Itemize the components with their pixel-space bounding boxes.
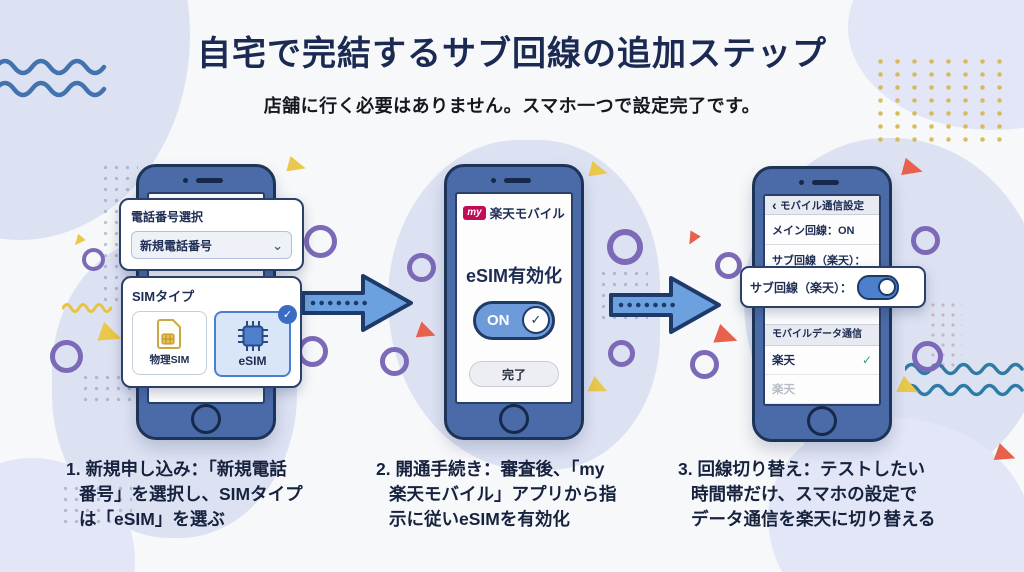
- page-title: 自宅で完結するサブ回線の追加ステップ: [197, 35, 827, 73]
- main-line-row: メイン回線：ON: [765, 215, 879, 246]
- speaker-dot: [799, 180, 804, 185]
- speaker-dot: [491, 178, 496, 183]
- carrier-check-icon: ✓: [861, 353, 872, 367]
- app-name: 楽天モバイル: [489, 207, 565, 221]
- step-3-line-3: データ通信を楽天に切り替える: [691, 508, 936, 529]
- sub-line-label: サブ回線（楽天）：: [772, 255, 866, 268]
- sim-type-card: SIMタイプ 物理SIM ✓: [121, 276, 302, 388]
- phone2-screen: my 楽天モバイル eSIM有効化 ON ✓ 完了: [455, 192, 573, 404]
- decor-ring: [608, 340, 635, 367]
- settings-nav-bar: ‹ モバイル通信設定: [765, 196, 879, 216]
- decor-dots: [60, 483, 132, 523]
- step-1-line-3: は「eSIM」を選ぶ: [79, 508, 225, 529]
- phone-number-value: 新規電話番号: [140, 238, 213, 253]
- sub-line-toggle[interactable]: [857, 274, 900, 300]
- carrier-active-label: 楽天: [772, 355, 795, 367]
- arrow-step1-to-step2-icon: [301, 274, 413, 332]
- carrier-row-rakuten-inactive[interactable]: 楽天: [765, 375, 879, 404]
- decor-ring: [911, 226, 940, 255]
- decor-ring: [715, 252, 742, 279]
- decor-ring: [304, 225, 337, 258]
- selected-check-badge-icon: ✓: [278, 305, 297, 324]
- toggle-knob: [878, 277, 897, 296]
- phone-number-card: 電話番号選択 新規電話番号 ⌄: [119, 198, 304, 271]
- decor-wave: [905, 362, 1024, 397]
- decor-dots: [872, 55, 1012, 150]
- esim-label: eSIM: [238, 353, 267, 368]
- esim-chip-icon: [237, 320, 268, 351]
- esim-option[interactable]: ✓ eSIM: [214, 305, 297, 377]
- decor-triangle: [71, 234, 86, 249]
- esim-activation-toggle[interactable]: ON ✓: [473, 301, 555, 340]
- physical-sim-label: 物理SIM: [149, 354, 190, 366]
- app-header: my 楽天モバイル: [463, 203, 565, 222]
- step-2-line-3: 示に従いeSIMを有効化: [389, 508, 570, 529]
- decor-ring: [407, 253, 436, 282]
- home-button: [807, 406, 837, 436]
- sub-line-card-label: サブ回線（楽天）：: [750, 280, 853, 295]
- decor-ring: [50, 340, 83, 373]
- physical-sim-icon: [156, 319, 181, 349]
- decor-wave: [0, 58, 107, 98]
- phone-number-select[interactable]: 新規電話番号 ⌄: [131, 231, 292, 259]
- speaker-bar: [196, 178, 223, 183]
- decor-triangle: [684, 230, 701, 247]
- step-2-line-1: 2. 開通手続き：審査後、「my: [376, 459, 605, 479]
- sim-type-label: SIMタイプ: [132, 289, 195, 304]
- decor-ring: [690, 350, 719, 379]
- toggle-check-icon: ✓: [522, 306, 550, 334]
- step-1-text: 1. 新規申し込み：「新規電話 番号」を選択し、SIMタイプ は「eSIM」を選…: [66, 457, 378, 532]
- decor-ring: [82, 248, 105, 271]
- phone-mockup-2: my 楽天モバイル eSIM有効化 ON ✓ 完了: [444, 164, 584, 440]
- step-3-line-1: 3. 回線切り替え：テストしたい: [678, 459, 925, 479]
- decor-ring: [380, 347, 409, 376]
- my-rakuten-badge: my: [463, 205, 486, 220]
- step-2-line-2: 楽天モバイル」アプリから指: [389, 483, 617, 504]
- toggle-on-label: ON: [487, 312, 510, 329]
- home-button: [499, 404, 529, 434]
- decor-triangle: [286, 156, 308, 176]
- sub-line-toggle-card: サブ回線（楽天）：: [740, 266, 926, 308]
- page-subtitle: 店舗に行く必要はありません。スマホ一つで設定完了です。: [263, 96, 761, 116]
- step-1-line-2: 番号」を選択し、SIMタイプ: [79, 483, 303, 504]
- back-chevron-icon[interactable]: ‹: [772, 197, 777, 213]
- decor-ring: [607, 229, 643, 265]
- settings-nav-title: モバイル通信設定: [780, 199, 864, 212]
- arrow-step2-to-step3-icon: [609, 276, 721, 334]
- step-3-line-2: 時間帯だけ、スマホの設定で: [691, 483, 918, 504]
- done-button[interactable]: 完了: [469, 361, 559, 387]
- carrier-row-rakuten-active[interactable]: 楽天 ✓: [765, 346, 879, 375]
- chevron-down-icon: ⌄: [272, 237, 283, 253]
- step-3-text: 3. 回線切り替え：テストしたい 時間帯だけ、スマホの設定で データ通信を楽天に…: [678, 457, 1018, 532]
- speaker-dot: [183, 178, 188, 183]
- speaker-bar: [504, 178, 531, 183]
- physical-sim-option[interactable]: 物理SIM: [132, 311, 207, 375]
- esim-activation-heading: eSIM有効化: [465, 266, 562, 286]
- step-2-text: 2. 開通手続き：審査後、「my 楽天モバイル」アプリから指 示に従いeSIMを…: [376, 457, 690, 532]
- speaker-bar: [812, 180, 839, 185]
- home-button: [191, 404, 221, 434]
- phone-number-label: 電話番号選択: [131, 210, 204, 224]
- carrier-inactive-label: 楽天: [772, 384, 795, 396]
- decor-ring: [912, 341, 943, 372]
- step-1-line-1: 1. 新規申し込み：「新規電話: [66, 459, 287, 479]
- decor-squiggle: [62, 303, 112, 313]
- mobile-data-section-header: モバイルデータ通信: [765, 324, 879, 346]
